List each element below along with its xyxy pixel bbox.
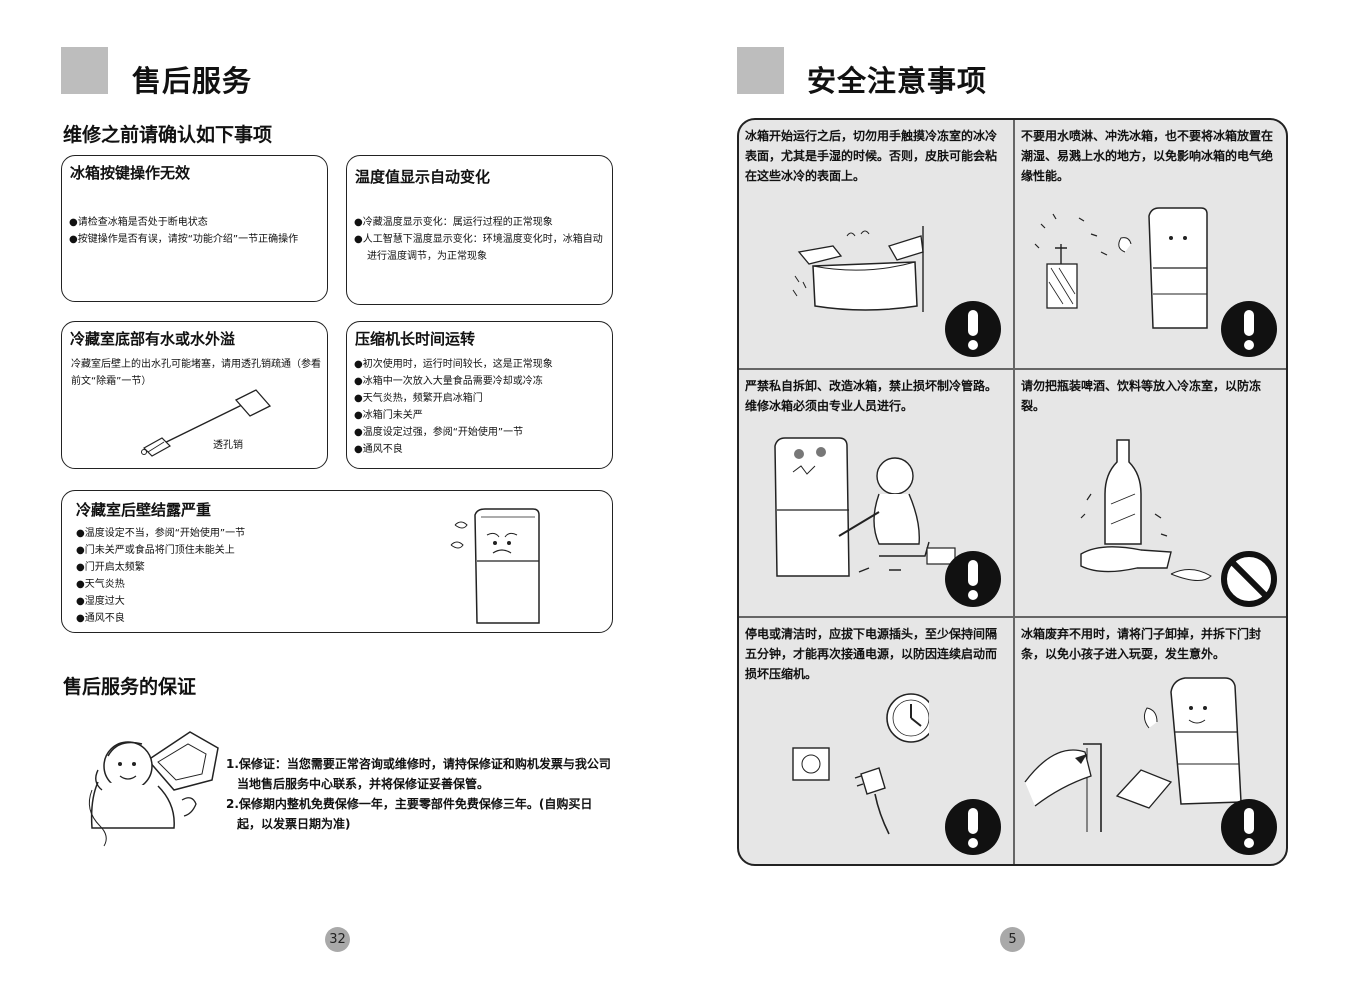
cell-text: 冰箱开始运行之后，切勿用手触摸冷冻室的冰冷表面，尤其是手湿的时候。否则，皮肤可能…	[745, 129, 998, 183]
box-text: 冷藏室后壁上的出水孔可能堵塞，请用透孔销疏通（参看前文“除霜”一节）	[71, 359, 321, 387]
page-title: 售后服务	[132, 64, 253, 98]
list-item: 门未关严或食品将门顶住未能关上	[76, 542, 376, 559]
grid-divider	[1013, 120, 1015, 864]
box-title: 压缩机长时间运转	[355, 330, 476, 348]
list-item: 冰箱门未关严	[354, 407, 608, 424]
exclamation-icon	[1221, 301, 1277, 357]
exclamation-icon	[945, 799, 1001, 855]
box-title: 冰箱按键操作无效	[70, 164, 191, 182]
cell-text: 不要用水喷淋、冲洗冰箱，也不要将冰箱放置在潮湿、易溅上水的地方，以免影响冰箱的电…	[1021, 129, 1274, 183]
list-item: 通风不良	[76, 610, 376, 627]
box-buttons-invalid: 冰箱按键操作无效 请检查冰箱是否处于断电状态 按键操作是否有误，请按“功能介绍”…	[61, 155, 328, 302]
safety-cell-cold-surface: 冰箱开始运行之后，切勿用手触摸冷冻室的冰冷表面，尤其是手湿的时候。否则，皮肤可能…	[739, 120, 1012, 366]
box-title: 冷藏室后壁结露严重	[76, 501, 212, 519]
sweating-fridge-icon	[450, 508, 540, 624]
list-item: 2.保修期内整机免费保修一年，主要零部件免费保修三年。(自购买日起，以发票日期为…	[226, 797, 593, 831]
safety-cell-no-disassembly: 严禁私自拆卸、改造冰箱，禁止损坏制冷管路。维修冰箱必须由专业人员进行。	[739, 370, 1012, 616]
tool-label: 透孔销	[213, 440, 243, 451]
list-item: 人工智慧下温度显示变化：环境温度变化时，冰箱自动进行温度调节，为正常现象	[354, 231, 608, 265]
box-list: 请检查冰箱是否处于断电状态 按键操作是否有误，请按“功能介绍”一节正确操作	[69, 214, 321, 248]
page-number: 32	[325, 927, 350, 952]
box-title: 冷藏室底部有水或水外溢	[70, 330, 236, 348]
box-title: 温度值显示自动变化	[355, 168, 491, 186]
safety-cell-water-spray: 不要用水喷淋、冲洗冰箱，也不要将冰箱放置在潮湿、易溅上水的地方，以免影响冰箱的电…	[1015, 120, 1286, 366]
list-item: 温度设定过强，参阅“开始使用”一节	[354, 424, 608, 441]
page-number: 5	[1000, 927, 1025, 952]
prohibited-icon	[1221, 551, 1277, 607]
cell-text: 停电或清洁时，应拔下电源插头，至少保持间隔五分钟，才能再次接通电源，以防因连续启…	[745, 627, 998, 681]
guarantee-list: 1.保修证：当您需要正常咨询或维修时，请持保修证和购机发票与我公司当地售后服务中…	[226, 754, 616, 834]
title-marker	[737, 47, 784, 94]
box-condensation: 冷藏室后壁结露严重 温度设定不当，参阅“开始使用”一节 门未关严或食品将门顶住未…	[61, 490, 613, 633]
clock-plug-illustration	[792, 693, 929, 835]
list-item: 天气炎热，频繁开启冰箱门	[354, 390, 608, 407]
box-list: 温度设定不当，参阅“开始使用”一节 门未关严或食品将门顶住未能关上 门开启太频繁…	[76, 525, 376, 627]
service-phone-illustration	[88, 731, 219, 847]
safety-cell-unplug: 停电或清洁时，应拔下电源插头，至少保持间隔五分钟，才能再次接通电源，以防因连续启…	[739, 618, 1012, 864]
drain-pin-icon	[141, 389, 272, 457]
list-item: 天气炎热	[76, 576, 376, 593]
child-tampering-illustration	[774, 437, 956, 577]
list-item: 1.保修证：当您需要正常咨询或维修时，请持保修证和购机发票与我公司当地售后服务中…	[226, 757, 611, 791]
page-title: 安全注意事项	[807, 64, 988, 98]
list-item: 通风不良	[354, 441, 608, 458]
grid-divider	[739, 368, 1286, 370]
hands-freezer-illustration	[792, 226, 924, 312]
water-spray-fridge-illustration	[1034, 207, 1208, 329]
broken-bottle-illustration	[1080, 439, 1212, 581]
safety-cell-no-bottles: 请勿把瓶装啤酒、饮料等放入冷冻室，以防冻裂。	[1015, 370, 1286, 616]
box-compressor: 压缩机长时间运转 初次使用时，运行时间较长，这是正常现象 冰箱中一次放入大量食品…	[346, 321, 613, 469]
list-item: 冰箱中一次放入大量食品需要冷却或冷冻	[354, 373, 608, 390]
box-water-bottom: 冷藏室底部有水或水外溢 冷藏室后壁上的出水孔可能堵塞，请用透孔销疏通（参看前文“…	[61, 321, 328, 469]
box-list: 冷藏温度显示变化：属运行过程的正常现象 人工智慧下温度显示变化：环境温度变化时，…	[354, 214, 608, 265]
right-page: 安全注意事项 冰箱开始运行之后，切勿用手触摸冷冻室的冰冷表面，尤其是手湿的时候。…	[676, 0, 1352, 992]
cell-text: 严禁私自拆卸、改造冰箱，禁止损坏制冷管路。维修冰箱必须由专业人员进行。	[745, 379, 998, 413]
guarantee-heading: 售后服务的保证	[63, 676, 197, 698]
list-item: 按键操作是否有误，请按“功能介绍”一节正确操作	[69, 231, 321, 248]
safety-grid: 冰箱开始运行之后，切勿用手触摸冷冻室的冰冷表面，尤其是手湿的时候。否则，皮肤可能…	[737, 118, 1288, 866]
exclamation-icon	[945, 301, 1001, 357]
cell-text: 冰箱废弃不用时，请将门子卸掉，并拆下门封条，以免小孩子进入玩耍，发生意外。	[1021, 627, 1262, 661]
safety-cell-remove-door: 冰箱废弃不用时，请将门子卸掉，并拆下门封条，以免小孩子进入玩耍，发生意外。	[1015, 618, 1286, 864]
list-item: 请检查冰箱是否处于断电状态	[69, 214, 321, 231]
list-item: 门开启太频繁	[76, 559, 376, 576]
exclamation-icon	[1221, 799, 1277, 855]
box-temp-changes: 温度值显示自动变化 冷藏温度显示变化：属运行过程的正常现象 人工智慧下温度显示变…	[346, 155, 613, 305]
exclamation-icon	[945, 551, 1001, 607]
list-item: 温度设定不当，参阅“开始使用”一节	[76, 525, 376, 542]
door-removal-illustration	[1024, 677, 1242, 832]
title-marker	[61, 47, 108, 94]
list-item: 初次使用时，运行时间较长，这是正常现象	[354, 356, 608, 373]
cell-text: 请勿把瓶装啤酒、饮料等放入冷冻室，以防冻裂。	[1021, 379, 1262, 413]
box-list: 初次使用时，运行时间较长，这是正常现象 冰箱中一次放入大量食品需要冷却或冷冻 天…	[354, 356, 608, 458]
check-heading: 维修之前请确认如下事项	[63, 124, 273, 146]
list-item: 冷藏温度显示变化：属运行过程的正常现象	[354, 214, 608, 231]
left-page: 售后服务 维修之前请确认如下事项 冰箱按键操作无效 请检查冰箱是否处于断电状态 …	[0, 0, 676, 992]
list-item: 湿度过大	[76, 593, 376, 610]
grid-divider	[739, 616, 1286, 618]
